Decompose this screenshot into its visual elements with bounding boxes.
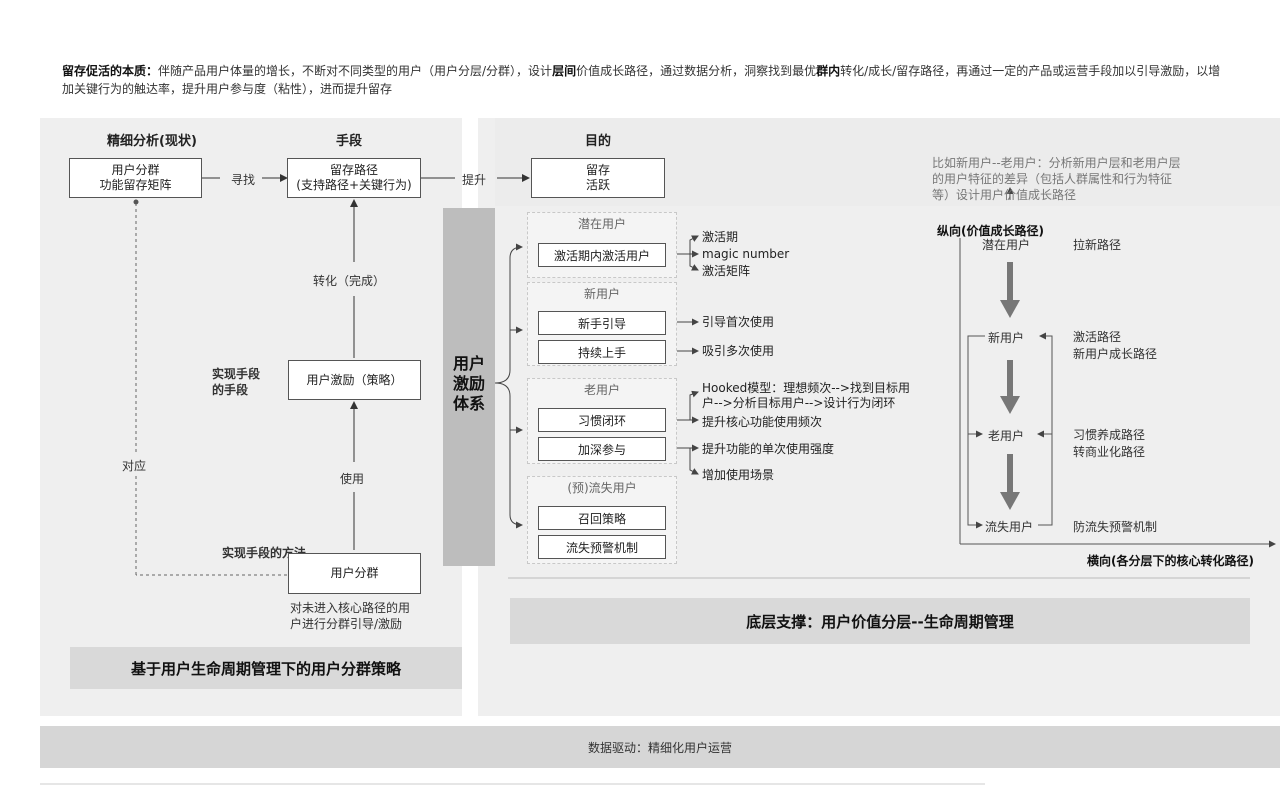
intro-text-1: 伴随产品用户体量的增长，不断对不同类型的用户（用户分层/分群），设计 xyxy=(158,64,553,78)
output-guide-first-use: 引导首次使用 xyxy=(702,315,775,329)
output-core-frequency: 提升核心功能使用频次 xyxy=(702,415,823,429)
output-attract-repeat-use: 吸引多次使用 xyxy=(702,344,775,358)
output-activation-matrix: 激活矩阵 xyxy=(702,264,751,278)
item-onboarding: 新手引导 xyxy=(538,311,666,335)
footer-bar: 数据驱动：精细化用户运营 xyxy=(40,726,1280,768)
label-method: 实现手段的方法 xyxy=(222,546,307,560)
output-usage-scenes: 增加使用场景 xyxy=(702,468,775,482)
box-user-incentive-label: 用户激励（策略） xyxy=(306,372,403,387)
note-user-group: 对未进入核心路径的用 户进行分群引导/激励 xyxy=(290,601,411,631)
item-recall-strategy: 召回策略 xyxy=(538,506,666,530)
label-vertical-path: 纵向(价值成长路径) xyxy=(937,224,1044,238)
intro-bold-1: 留存促活的本质： xyxy=(62,64,159,78)
intro-bold-2: 层间 xyxy=(552,64,577,78)
user-incentive-system: 用户 激励 体系 xyxy=(443,208,495,566)
group-old-users: 老用户 习惯闭环 加深参与 xyxy=(527,378,677,464)
banner-left: 基于用户生命周期管理下的用户分群策略 xyxy=(70,647,462,689)
intro-text-3: 转化/成长/留存路径，再通过一定的产品或运营手段加以引导激励，以增加关键行为的触… xyxy=(62,64,1221,96)
item-deepen-engagement-label: 加深参与 xyxy=(577,442,626,457)
path-activation-growth: 激活路径 新用户成长路径 xyxy=(1073,330,1158,361)
group-new-users: 新用户 新手引导 持续上手 xyxy=(527,282,677,366)
item-keep-using-label: 持续上手 xyxy=(577,345,626,360)
item-deepen-engagement: 加深参与 xyxy=(538,437,666,461)
arrow-label-find: 寻找 xyxy=(231,173,256,187)
box-user-group-label: 用户分群 xyxy=(330,566,379,580)
stage-old: 老用户 xyxy=(988,429,1025,443)
label-correspond: 对应 xyxy=(122,459,147,473)
group-churn-users: (预)流失用户 召回策略 流失预警机制 xyxy=(527,476,677,564)
label-means-of-means: 实现手段 的手段 xyxy=(212,367,261,397)
banner-bottom-support: 底层支撑：用户价值分层--生命周期管理 xyxy=(510,598,1250,644)
intro-paragraph: 留存促活的本质：伴随产品用户体量的增长，不断对不同类型的用户（用户分层/分群），… xyxy=(62,62,1227,98)
item-habit-loop-label: 习惯闭环 xyxy=(577,413,626,428)
path-anti-churn: 防流失预警机制 xyxy=(1073,520,1158,534)
box-user-group: 用户分群 xyxy=(288,553,421,594)
footer-label: 数据驱动：精细化用户运营 xyxy=(587,740,732,755)
intro-text-2: 价值成长路径，通过数据分析，洞察找到最优 xyxy=(576,64,817,78)
item-activate-in-period-label: 激活期内激活用户 xyxy=(553,248,650,263)
group-potential-users-title: 潜在用户 xyxy=(577,217,626,231)
header-analysis: 精细分析(现状) xyxy=(107,134,197,149)
label-horizontal-path: 横向(各分层下的核心转化路径) xyxy=(1087,554,1254,568)
group-old-users-title: 老用户 xyxy=(583,383,620,397)
item-onboarding-label: 新手引导 xyxy=(577,316,626,331)
item-recall-strategy-label: 召回策略 xyxy=(577,511,626,526)
group-new-users-title: 新用户 xyxy=(583,287,620,301)
item-churn-warning-label: 流失预警机制 xyxy=(565,540,638,555)
arrow-label-improve: 提升 xyxy=(462,173,487,187)
item-churn-warning: 流失预警机制 xyxy=(538,535,666,559)
output-activation-period: 激活期 xyxy=(702,230,739,244)
box-retention-active: 留存 活跃 xyxy=(531,158,665,198)
box-user-incentive: 用户激励（策略） xyxy=(288,360,421,400)
stage-potential: 潜在用户 xyxy=(982,238,1031,252)
path-habit-commercial: 习惯养成路径 转商业化路径 xyxy=(1073,428,1146,459)
output-magic-number: magic number xyxy=(702,247,790,261)
stage-churn: 流失用户 xyxy=(985,520,1034,534)
header-goal: 目的 xyxy=(585,134,612,149)
box-retention-active-label: 留存 活跃 xyxy=(585,163,610,192)
user-incentive-system-label: 用户 激励 体系 xyxy=(452,354,485,413)
output-single-strength: 提升功能的单次使用强度 xyxy=(702,442,835,456)
intro-bold-3: 群内 xyxy=(816,64,841,78)
item-habit-loop: 习惯闭环 xyxy=(538,408,666,432)
stage-new: 新用户 xyxy=(988,331,1025,345)
note-new-vs-old: 比如新用户--老用户：分析新用户层和老用户层 的用户特征的差异（包括人群属性和行… xyxy=(932,156,1181,202)
output-hooked-model: Hooked模型：理想频次-->找到目标用 户-->分析目标用户-->设计行为闭… xyxy=(702,381,910,410)
group-potential-users: 潜在用户 激活期内激活用户 xyxy=(527,212,677,278)
box-retention-path-label: 留存路径 (支持路径+关键行为) xyxy=(296,163,412,192)
path-acquisition: 拉新路径 xyxy=(1073,238,1122,252)
arrow-label-use: 使用 xyxy=(340,472,365,486)
header-means: 手段 xyxy=(336,134,363,149)
left-panel xyxy=(40,118,462,716)
item-keep-using: 持续上手 xyxy=(538,340,666,364)
group-churn-users-title: (预)流失用户 xyxy=(567,481,637,495)
box-user-segment-matrix-label: 用户分群 功能留存矩阵 xyxy=(99,163,172,192)
item-activate-in-period: 激活期内激活用户 xyxy=(538,243,666,267)
box-retention-path: 留存路径 (支持路径+关键行为) xyxy=(287,158,421,198)
box-user-segment-matrix: 用户分群 功能留存矩阵 xyxy=(69,158,202,198)
arrow-label-convert: 转化（完成） xyxy=(313,274,386,288)
